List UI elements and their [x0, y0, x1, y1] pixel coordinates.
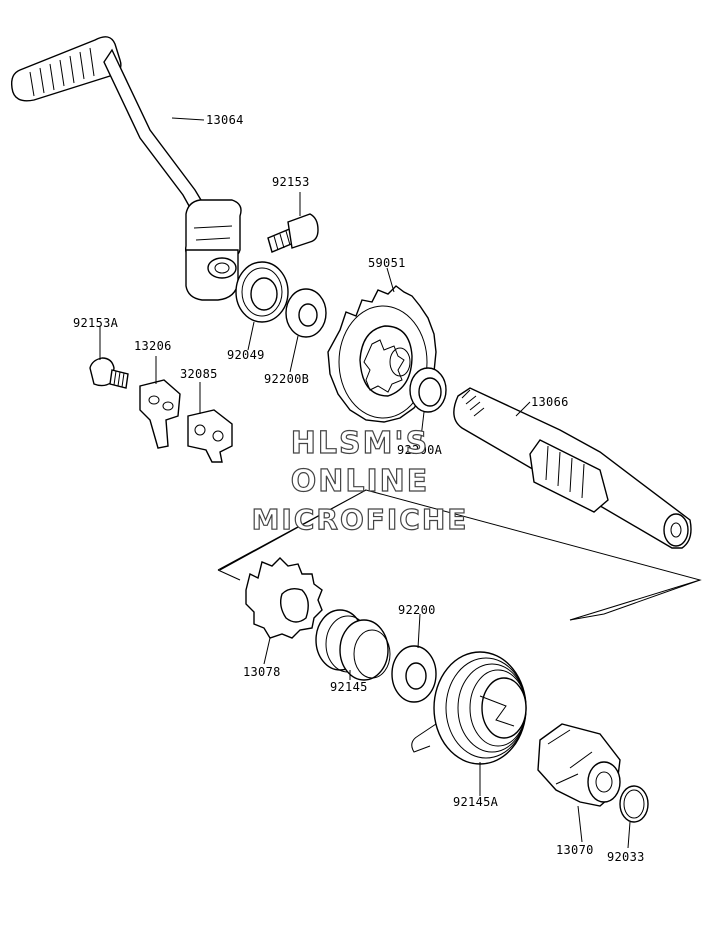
- label-92200B: 92200B: [264, 372, 310, 386]
- label-92200: 92200: [398, 603, 436, 617]
- holder-13070: [537, 723, 621, 807]
- kick-shaft-13066: [453, 387, 692, 549]
- bolt-92153: [267, 213, 319, 253]
- circlip-92033: [619, 785, 649, 823]
- washer-92200B: [285, 288, 327, 338]
- oil-seal-92049: [235, 261, 289, 323]
- label-92145A: 92145A: [453, 795, 499, 809]
- label-13078: 13078: [243, 665, 281, 679]
- bolt-92153A: [89, 357, 129, 389]
- label-92153: 92153: [272, 175, 310, 189]
- label-59051: 59051: [368, 256, 406, 270]
- leader-lines: [99, 117, 631, 849]
- label-92033: 92033: [607, 850, 645, 864]
- label-92049: 92049: [227, 348, 265, 362]
- plate-13206: [139, 379, 181, 449]
- label-92145: 92145: [330, 680, 368, 694]
- label-32085: 32085: [180, 367, 218, 381]
- kick-pedal-lever: [10, 36, 242, 301]
- label-13064: 13064: [206, 113, 244, 127]
- washer-92200A: [409, 367, 447, 413]
- label-92200A: 92200A: [397, 443, 443, 457]
- guide-32085: [187, 409, 233, 463]
- watermark-line-2: ONLINE: [290, 463, 430, 499]
- label-13206: 13206: [134, 339, 172, 353]
- ratchet-gear-13078: [245, 557, 323, 639]
- label-92153A: 92153A: [73, 316, 119, 330]
- washer-92200: [391, 645, 437, 703]
- watermark-line-3: MICROFICHE: [251, 502, 469, 536]
- kick-gear-59051: [327, 285, 437, 423]
- label-13066: 13066: [531, 395, 569, 409]
- watermark-line-1: HLSM'S: [290, 425, 430, 461]
- subassembly-outline: [217, 489, 702, 621]
- label-13070: 13070: [556, 843, 594, 857]
- spring-92145: [315, 609, 391, 681]
